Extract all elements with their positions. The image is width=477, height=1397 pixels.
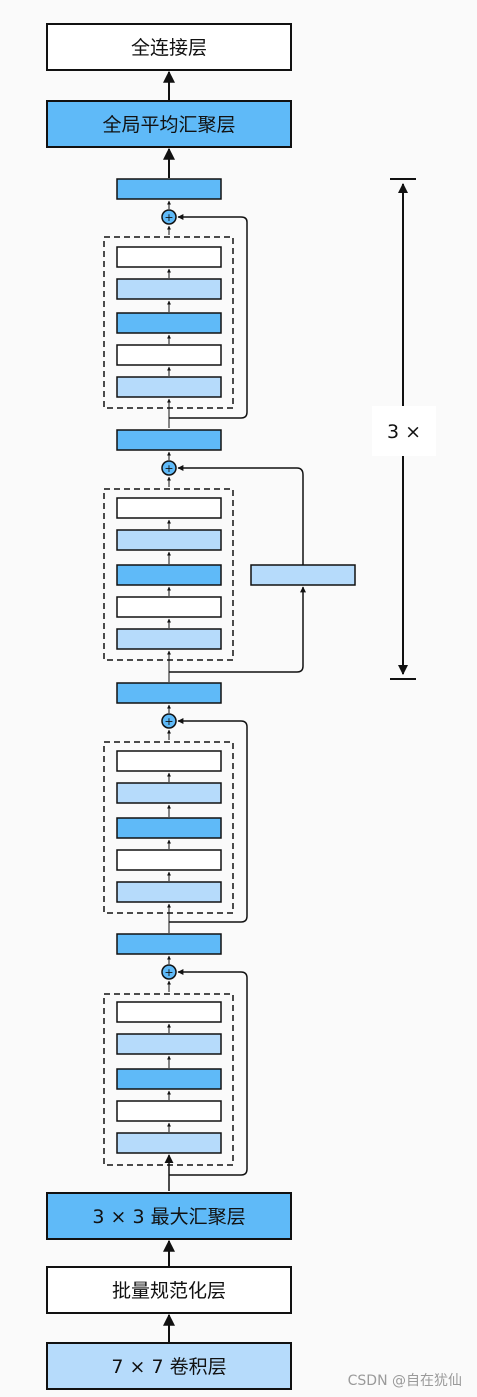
residual-block-2: + [103,682,248,933]
block-4-add-node [161,209,177,225]
block-2-layer-1 [116,750,222,772]
block-4-output-layer [116,178,222,200]
block-2-skip-connection [169,718,248,923]
block-3-layer-4 [116,596,222,618]
block-3-add-node [161,460,177,476]
batch-norm-box [46,1266,292,1314]
max-pool-label: 3 × 3 最大汇聚层 [92,1206,245,1228]
block-2-layer-2 [116,782,222,804]
global-avg-pool-box [46,100,292,148]
block-3-plus: + [164,462,173,475]
residual-block-1: + [103,933,248,1191]
fc-layer-box [46,23,292,71]
residual-block-3: + [103,429,356,682]
block-4-layer-2 [116,278,222,300]
block-2-add-node [161,713,177,729]
conv7-label: 7 × 7 卷积层 [111,1356,226,1378]
residual-block-4: + [103,178,248,428]
block-1-layer-5 [116,1132,222,1154]
block-1-layer-4 [116,1100,222,1122]
block-4-layer-5 [116,376,222,398]
block-3-output-layer [116,429,222,451]
block-1-layer-1 [116,1001,222,1023]
conv7-box [46,1342,292,1390]
fc-layer-label: 全连接层 [131,37,207,59]
block-1-plus: + [164,966,173,979]
block-2-output-layer [116,682,222,704]
repeat-bracket: 3 × [372,178,436,680]
block-2-layer-4 [116,849,222,871]
block-4-skip-connection [169,214,248,419]
block-2-layer-5 [116,881,222,903]
block-3-skip-connection [169,586,306,673]
block-4-plus: + [164,211,173,224]
repeat-label-background [372,406,436,456]
global-avg-pool-label: 全局平均汇聚层 [102,114,235,136]
block-3-layer-5 [116,628,222,650]
block-1-layer-3 [116,1068,222,1090]
block-4-layer-1 [116,246,222,268]
block-3-layer-1 [116,497,222,519]
max-pool-box [46,1192,292,1240]
block-1-layer-2 [116,1033,222,1055]
block-1-output-layer [116,933,222,955]
block-4-layer-4 [116,344,222,366]
block-3-layer-3 [116,564,222,586]
block-3-projection-layer [250,564,356,586]
block-3-projection-connection [177,465,304,565]
block-1-skip-connection [169,969,248,1176]
block-4-layer-3 [116,312,222,334]
block-1-add-node [161,964,177,980]
batch-norm-label: 批量规范化层 [112,1280,226,1302]
watermark: CSDN @自在犹仙 [348,1373,462,1389]
block-2-plus: + [164,715,173,728]
block-2-layer-3 [116,817,222,839]
block-3-layer-2 [116,529,222,551]
repeat-label: 3 × [387,421,421,443]
